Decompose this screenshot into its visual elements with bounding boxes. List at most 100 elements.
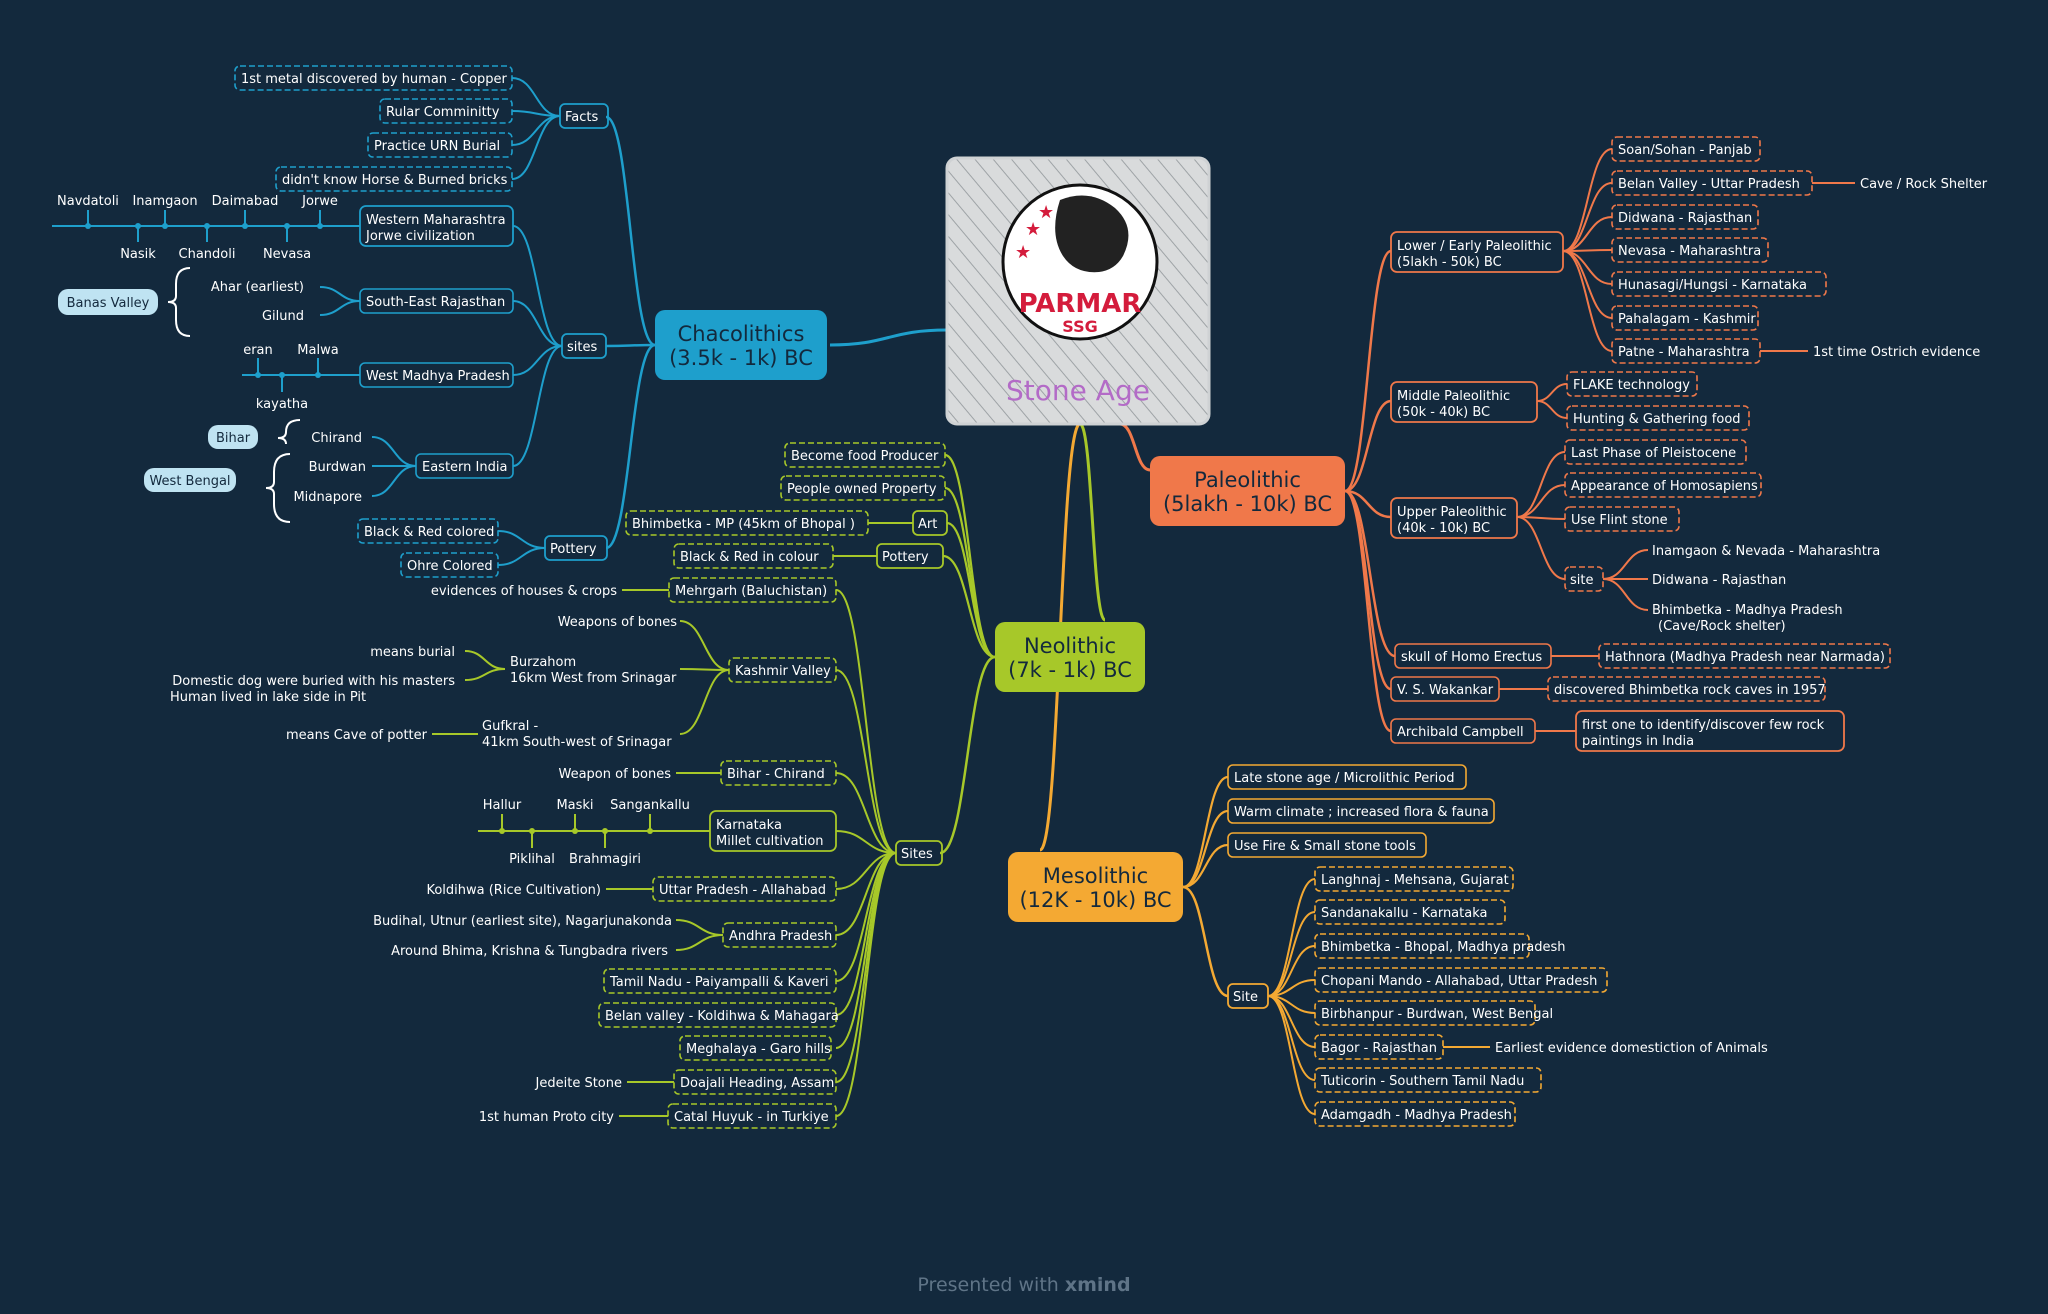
lower-site-box[interactable] [1611, 271, 1827, 297]
middle-item-box[interactable] [1566, 371, 1698, 397]
connector [1536, 400, 1568, 419]
neo-sites-box[interactable] [895, 840, 943, 866]
assam: Doajali Heading, Assam [680, 1076, 834, 1091]
kashmir-valley-box[interactable] [728, 657, 837, 683]
homo-note-box[interactable] [1598, 643, 1891, 669]
lower-site-box[interactable] [1611, 170, 1813, 196]
timeline-site: Nasik [120, 247, 156, 262]
neo-site: Meghalaya - Garo hills [686, 1042, 831, 1057]
fact-item-box[interactable] [275, 166, 513, 192]
fact-item-box[interactable] [367, 132, 513, 158]
central-topic[interactable]: ★ ★ ★ PARMAR SSG Stone Age [945, 156, 1211, 426]
neo-site-box[interactable] [598, 1002, 837, 1028]
belan-note: Cave / Rock Shelter [1860, 177, 1988, 192]
art-value-box[interactable] [625, 510, 869, 536]
timeline-site: Daimabad [212, 194, 279, 209]
neo-fact-box[interactable] [784, 442, 946, 468]
wakankar-note-box[interactable] [1547, 676, 1826, 702]
upper-paleolithic-box[interactable] [1390, 497, 1518, 539]
neo-site-box[interactable] [603, 968, 837, 994]
lower-site: Nevasa - Maharashtra [1618, 244, 1761, 259]
lower-site-box[interactable] [1611, 204, 1759, 230]
neo-fact-box[interactable] [780, 475, 946, 501]
lower-site-box[interactable] [1611, 136, 1761, 162]
meso-site-box[interactable] [1314, 1034, 1444, 1060]
lower-site: Patne - Maharashtra [1618, 345, 1750, 360]
meso-fact-box[interactable] [1227, 832, 1427, 858]
upper-site: (Cave/Rock shelter) [1658, 619, 1786, 634]
andhra-pradesh-box[interactable] [722, 922, 837, 948]
meso-fact-box[interactable] [1227, 764, 1467, 790]
neo-site: Belan valley - Koldihwa & Mahagara [605, 1009, 839, 1024]
connector [1078, 422, 1107, 622]
meso-site: Langhnaj - Mehsana, Gujarat [1321, 873, 1509, 888]
paleolithic-topic-box[interactable] [1150, 456, 1345, 526]
meso-site-box[interactable] [1314, 899, 1506, 925]
timeline-dot [204, 223, 210, 229]
facts-box[interactable] [559, 103, 609, 129]
meso-fact: Late stone age / Microlithic Period [1234, 771, 1454, 786]
pottery-box[interactable] [544, 535, 608, 561]
meso-site-box[interactable] [1314, 1067, 1542, 1093]
meso-fact-box[interactable] [1227, 798, 1495, 824]
lower-paleolithic-box[interactable] [1390, 231, 1564, 273]
pottery-item-box[interactable] [400, 552, 499, 578]
timeline-site: eran [243, 343, 273, 358]
art-label: Art [918, 517, 937, 532]
upper-site-box[interactable] [1564, 566, 1604, 592]
upper-item-box[interactable] [1564, 472, 1762, 498]
timeline-dot [279, 372, 285, 378]
fact-item-box[interactable] [234, 65, 513, 91]
lower-site-box[interactable] [1611, 237, 1769, 263]
fact-item-box[interactable] [379, 98, 513, 124]
timeline-site: Chandoli [179, 247, 236, 262]
meso-site-box[interactable] [1314, 1101, 1516, 1127]
connector [679, 620, 730, 671]
lower-site-box[interactable] [1611, 305, 1759, 331]
catal-huyuk-box[interactable] [667, 1103, 837, 1129]
meso-site-box[interactable] [1227, 983, 1269, 1009]
sites-box[interactable] [561, 333, 607, 359]
middle-paleolithic-box[interactable] [1390, 381, 1538, 423]
connector [511, 115, 561, 180]
bagor-note: Earliest evidence domestiction of Animal… [1495, 1041, 1768, 1056]
connector [1182, 843, 1229, 889]
meso-site-box[interactable] [1314, 933, 1530, 959]
timeline-site: Navdatoli [57, 194, 119, 209]
timeline-dot [499, 828, 505, 834]
upper-item-box[interactable] [1564, 506, 1680, 532]
timeline-dot [572, 828, 578, 834]
neo-site-box[interactable] [679, 1035, 832, 1061]
upper-item-box[interactable] [1564, 439, 1747, 465]
connector [371, 465, 417, 497]
neo-site: Tamil Nadu - Paiyampalli & Kaveri [609, 975, 828, 990]
middle-item-box[interactable] [1566, 405, 1750, 431]
lower-site: Belan Valley - Uttar Pradesh [1618, 177, 1800, 192]
pottery-item-box[interactable] [357, 518, 499, 544]
meso-site-box[interactable] [1314, 866, 1514, 892]
connector [835, 772, 897, 854]
neo-pottery-value-box[interactable] [673, 543, 834, 569]
meso-site-box[interactable] [1314, 967, 1608, 993]
connector [835, 852, 897, 1117]
upper-item: Appearance of Homosapiens [1571, 479, 1758, 494]
se-rajasthan-box[interactable] [359, 288, 514, 314]
homo-note: Hathnora (Madhya Pradesh near Narmada) [1605, 650, 1885, 665]
connector [1267, 878, 1316, 997]
mehrgarh-box[interactable] [668, 577, 837, 603]
connector [1182, 885, 1229, 998]
neolithic-topic-box[interactable] [995, 622, 1145, 692]
karnataka-site: Sangankallu [610, 798, 690, 813]
connector [1562, 182, 1613, 252]
chalcolithic-topic-dates: (3.5k - 1k) BC [669, 346, 813, 370]
campbell-note-box[interactable] [1575, 710, 1845, 752]
campbell-note: first one to identify/discover few rock [1582, 718, 1825, 733]
fact-item: Rular Comminitty [386, 105, 500, 120]
fact-item: didn't know Horse & Burned bricks [282, 173, 508, 188]
meso-site-box[interactable] [1314, 1000, 1536, 1026]
mesolithic-topic-box[interactable] [1008, 852, 1183, 922]
chalcolithic-topic-box[interactable] [655, 310, 827, 380]
eastern-india-box[interactable] [415, 453, 514, 479]
connector [1267, 911, 1316, 997]
lower-site-box[interactable] [1611, 338, 1761, 364]
